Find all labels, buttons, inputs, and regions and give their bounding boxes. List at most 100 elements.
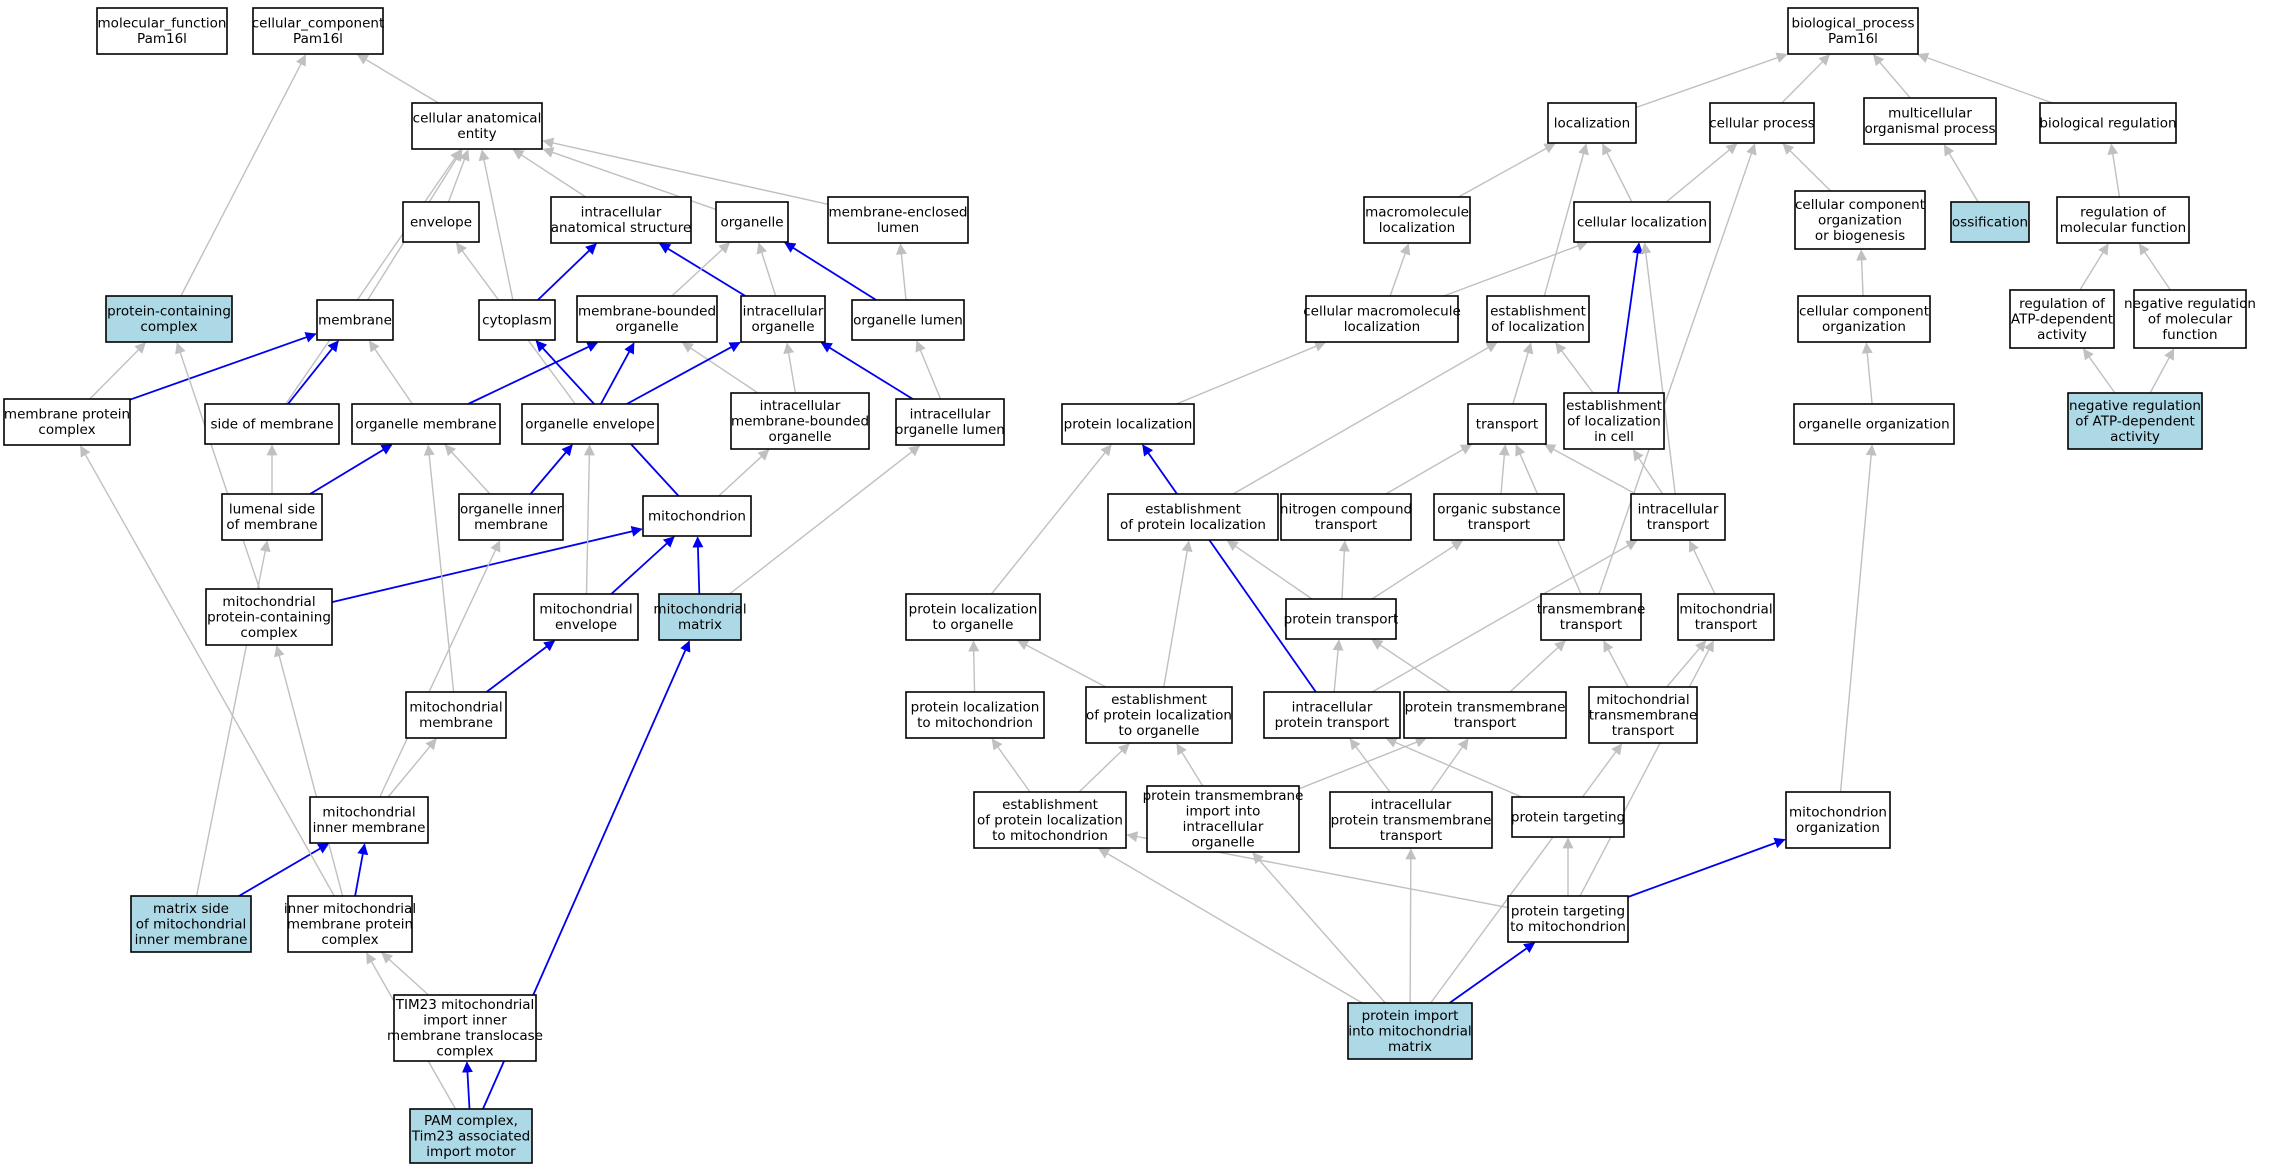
node-cl[interactable]: cellular localization [1573, 201, 1711, 243]
edge-ptg-to-ipt [1385, 737, 1523, 798]
node-label-line: of localization [1567, 413, 1661, 429]
edge-mtr-to-itr [1689, 540, 1716, 595]
node-oss[interactable]: ossification [1950, 201, 2030, 243]
node-ptr[interactable]: protein transport [1284, 598, 1399, 640]
node-mem[interactable]: membrane [316, 299, 394, 341]
edge-ol-to-mel [895, 243, 907, 301]
edge-pam-to-tim23 [461, 1061, 473, 1110]
node-label-line: organelle envelope [525, 416, 654, 432]
node-label-line: organelle inner [460, 502, 563, 518]
node-cyt[interactable]: cytoplasm [478, 299, 556, 341]
node-label-line: intracellular [1292, 700, 1373, 716]
node-label-line: or biogenesis [1815, 228, 1905, 244]
node-ptg[interactable]: protein targeting [1511, 796, 1625, 838]
node-oe[interactable]: organelle envelope [521, 403, 659, 445]
node-env[interactable]: envelope [402, 201, 480, 243]
node-cp[interactable]: cellular process [1709, 102, 1815, 144]
edge-lsm-to-om [309, 444, 393, 495]
node-ploc[interactable]: protein localization [1061, 403, 1195, 445]
node-label-line: intracellular [743, 304, 824, 320]
node-breg[interactable]: biological regulation [2039, 102, 2177, 144]
node-box [405, 691, 507, 739]
node-oorg[interactable]: organelle organization [1793, 403, 1955, 445]
edge-trans-to-eol [1512, 342, 1534, 405]
node-label-line: transport [1468, 517, 1530, 533]
edge-plo-to-ploc [990, 444, 1112, 595]
node-box [1285, 598, 1397, 640]
node-som[interactable]: side of membrane [204, 403, 340, 445]
node-om[interactable]: organelle membrane [351, 403, 501, 445]
node-box [1630, 493, 1726, 541]
node-mito[interactable]: mitochondrion [642, 495, 752, 537]
node-label-line: protein import [1362, 1008, 1459, 1024]
node-org[interactable]: organelle [715, 201, 789, 243]
edge-oim-to-om [444, 444, 491, 495]
edge-eol-to-loc [1543, 143, 1589, 297]
node-box [1950, 201, 2030, 243]
node-loc[interactable]: localization [1547, 102, 1637, 144]
node-label-line: transport [1476, 416, 1538, 432]
node-box [1540, 593, 1642, 641]
node-label-line: protein localization [909, 602, 1038, 618]
node-label-line: ossification [1952, 214, 2028, 230]
node-box [1511, 796, 1625, 838]
node-trans[interactable]: transport [1467, 403, 1547, 445]
node-label-line: multicellular [1888, 106, 1972, 122]
edge-pcc-to-cc [180, 54, 307, 297]
node-ol[interactable]: organelle lumen [851, 299, 965, 341]
